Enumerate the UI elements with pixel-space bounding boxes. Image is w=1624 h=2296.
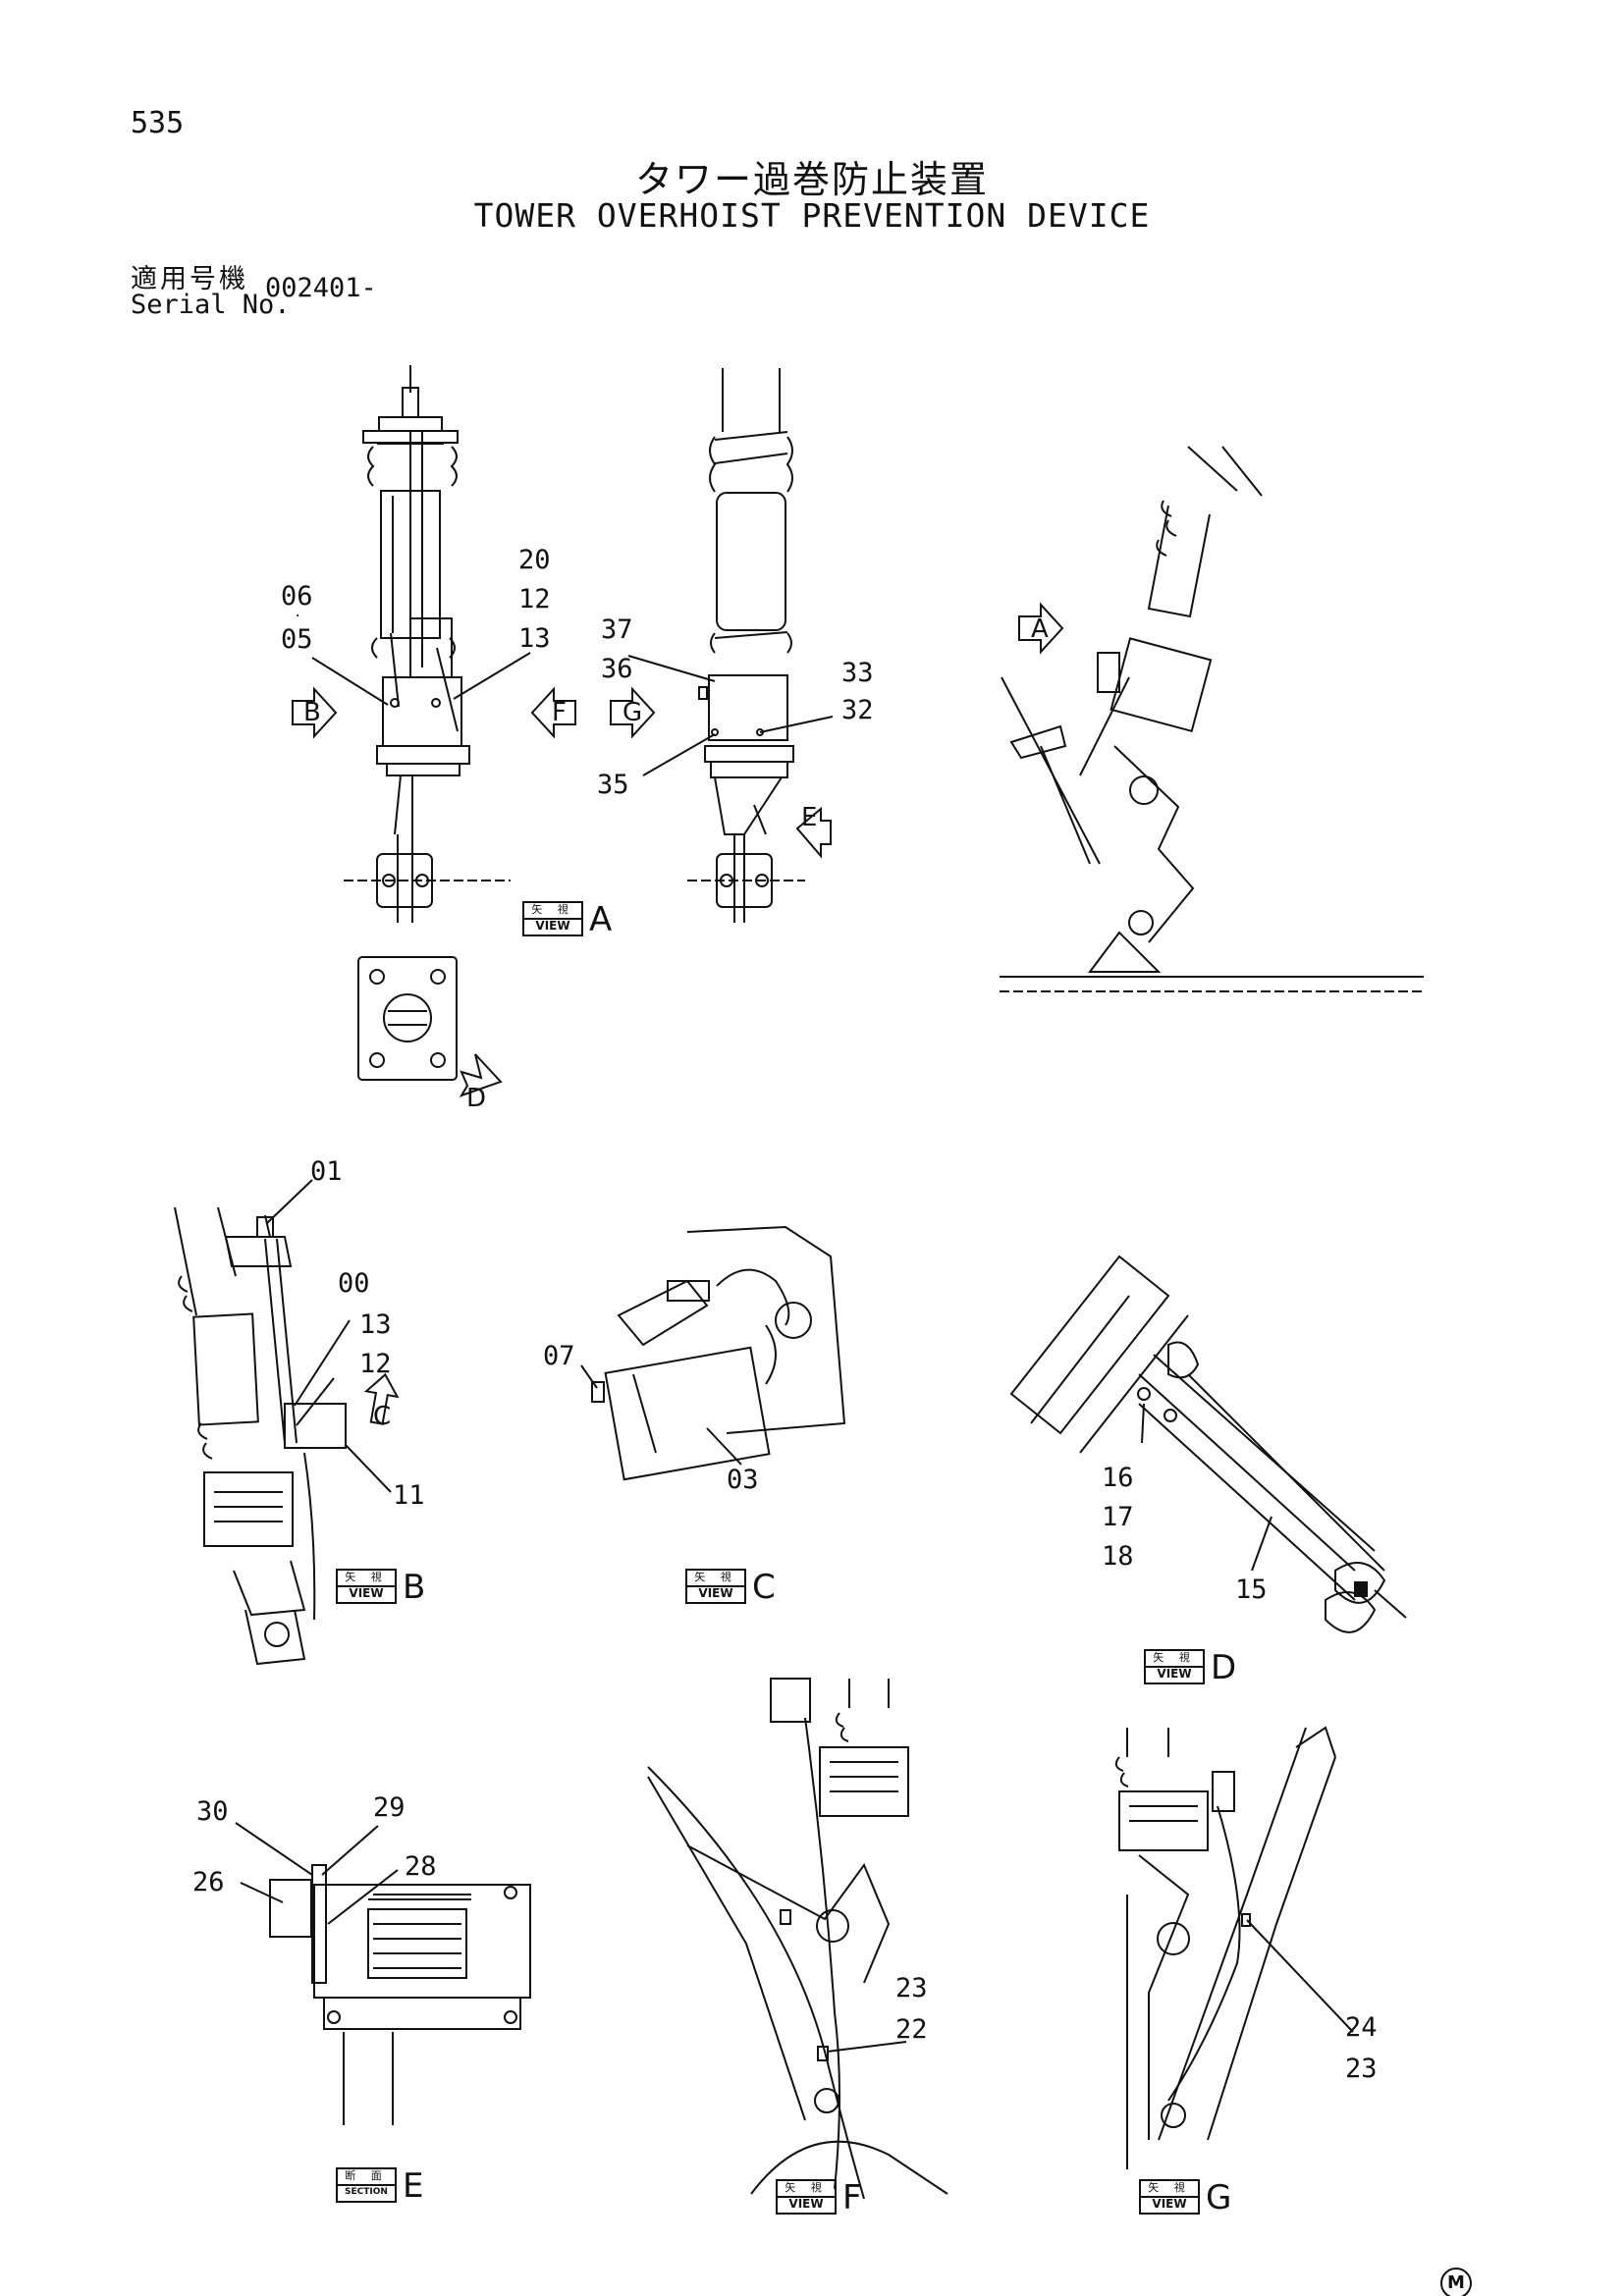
callout-13-b: 13 (359, 1309, 392, 1340)
manufacturer-mark: M (1440, 2268, 1472, 2296)
callout-32: 32 (841, 695, 874, 725)
view-arrow-g-label: G (623, 698, 643, 727)
callout-16: 16 (1102, 1463, 1134, 1493)
callout-28: 28 (405, 1851, 437, 1882)
title-japanese: タワー過巻防止装置 (634, 158, 989, 201)
callout-22: 22 (895, 2014, 928, 2045)
callout-06: 06 (281, 581, 313, 612)
view-b-drawing (174, 1206, 347, 1666)
callout-11: 11 (393, 1480, 425, 1511)
serial-label-english: Serial No. (131, 290, 291, 320)
view-arrow-b-label: B (303, 698, 321, 727)
callout-12-b: 12 (359, 1349, 392, 1379)
callout-26: 26 (192, 1867, 225, 1897)
callout-37: 37 (601, 614, 633, 645)
callout-23-g: 23 (1345, 2054, 1378, 2084)
callout-dot: · (294, 609, 302, 624)
callout-24: 24 (1345, 2012, 1378, 2043)
callout-13: 13 (518, 623, 551, 654)
callout-15: 15 (1235, 1575, 1268, 1605)
callout-35: 35 (597, 770, 629, 800)
view-arrow-a-label: A (1031, 614, 1049, 644)
callout-01: 01 (310, 1156, 343, 1187)
callout-12: 12 (518, 584, 551, 614)
page-number: 535 (131, 106, 185, 140)
callout-05: 05 (281, 624, 313, 655)
callout-03: 03 (727, 1465, 759, 1495)
callout-20: 20 (518, 545, 551, 575)
view-arrow-f-label: F (552, 698, 567, 727)
section-e-drawing (269, 1864, 531, 2125)
callout-17: 17 (1102, 1502, 1134, 1532)
flange-plate (357, 956, 458, 1081)
view-arrows (292, 602, 1064, 1425)
view-g-drawing (1114, 1726, 1336, 2169)
callout-36: 36 (601, 654, 633, 684)
callout-18: 18 (1102, 1541, 1134, 1572)
top-left-assembly (344, 365, 511, 923)
title-english: TOWER OVERHOIST PREVENTION DEVICE (473, 196, 1151, 235)
view-c-drawing (591, 1225, 846, 1481)
callout-23-f: 23 (895, 1973, 928, 2003)
callout-33: 33 (841, 658, 874, 688)
view-arrow-c-label: C (373, 1402, 392, 1431)
serial-number-value: 002401- (265, 273, 377, 303)
callout-07: 07 (543, 1341, 575, 1371)
callout-30: 30 (196, 1796, 229, 1827)
top-right-assembly (1000, 446, 1424, 992)
serial-label-japanese: 適用号機 (131, 264, 248, 294)
view-arrow-e-label: E (801, 803, 818, 832)
callout-29: 29 (373, 1792, 406, 1823)
top-mid-assembly (687, 368, 805, 923)
view-f-drawing (647, 1678, 948, 2200)
leader-lines (235, 652, 1354, 2053)
callout-00: 00 (338, 1268, 370, 1299)
view-d-drawing (1009, 1255, 1407, 1633)
view-arrow-d-label: D (466, 1084, 487, 1113)
